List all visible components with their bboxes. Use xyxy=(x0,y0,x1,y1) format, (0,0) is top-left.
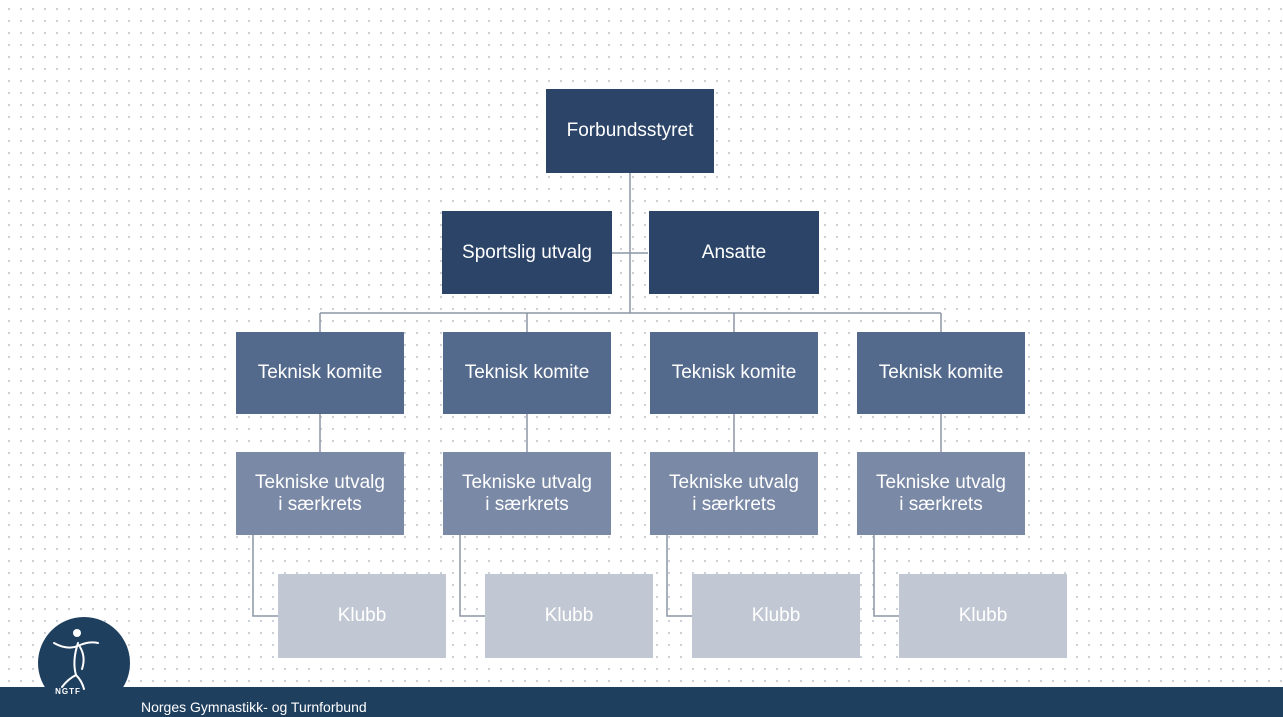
technical-committee-label: Teknisk komite xyxy=(257,362,383,383)
technical-committee-label: Teknisk komite xyxy=(671,362,797,383)
subcommittee-line-2: i særkrets xyxy=(692,493,776,515)
technical-subcommittee-node: Tekniske utvalg i særkrets xyxy=(857,452,1025,535)
connector-club-2 xyxy=(459,535,485,617)
club-label: Klubb xyxy=(544,605,594,626)
subcommittee-line-2: i særkrets xyxy=(278,493,362,515)
technical-committee-label: Teknisk komite xyxy=(878,362,1004,383)
technical-subcommittee-node: Tekniske utvalg i særkrets xyxy=(443,452,611,535)
connector-club-1 xyxy=(252,535,278,617)
staff-label: Ansatte xyxy=(701,241,767,263)
club-label: Klubb xyxy=(958,605,1008,626)
technical-subcommittee-node: Tekniske utvalg i særkrets xyxy=(236,452,404,535)
connector-club-4 xyxy=(873,535,899,617)
subcommittee-line-1: Tekniske utvalg xyxy=(462,471,592,493)
subcommittee-line-2: i særkrets xyxy=(485,493,569,515)
footer-bar xyxy=(0,687,1283,717)
staff-node: Ansatte xyxy=(649,211,819,294)
club-node: Klubb xyxy=(899,574,1067,658)
board-label: Forbundsstyret xyxy=(566,120,694,141)
club-label: Klubb xyxy=(337,605,387,626)
technical-committee-node: Teknisk komite xyxy=(857,332,1025,414)
subcommittee-line-1: Tekniske utvalg xyxy=(669,471,799,493)
sport-committee-label: Sportslig utvalg xyxy=(462,241,592,263)
gymnast-figure-icon xyxy=(53,629,99,690)
club-label: Klubb xyxy=(751,605,801,626)
club-node: Klubb xyxy=(692,574,860,658)
footer-organization-name: Norges Gymnastikk- og Turnforbund xyxy=(141,699,367,715)
club-node: Klubb xyxy=(485,574,653,658)
connector-club-3 xyxy=(666,535,692,617)
sport-committee-node: Sportslig utvalg xyxy=(442,211,612,294)
ngtf-logo: NGTF xyxy=(38,617,130,709)
club-node: Klubb xyxy=(278,574,446,658)
subcommittee-line-2: i særkrets xyxy=(899,493,983,515)
subcommittee-line-1: Tekniske utvalg xyxy=(255,471,385,493)
logo-text: NGTF xyxy=(55,687,81,696)
technical-committee-node: Teknisk komite xyxy=(236,332,404,414)
technical-committee-node: Teknisk komite xyxy=(443,332,611,414)
technical-subcommittee-node: Tekniske utvalg i særkrets xyxy=(650,452,818,535)
technical-committee-label: Teknisk komite xyxy=(464,362,590,383)
technical-committee-node: Teknisk komite xyxy=(650,332,818,414)
subcommittee-line-1: Tekniske utvalg xyxy=(876,471,1006,493)
board-node: Forbundsstyret xyxy=(546,89,714,173)
